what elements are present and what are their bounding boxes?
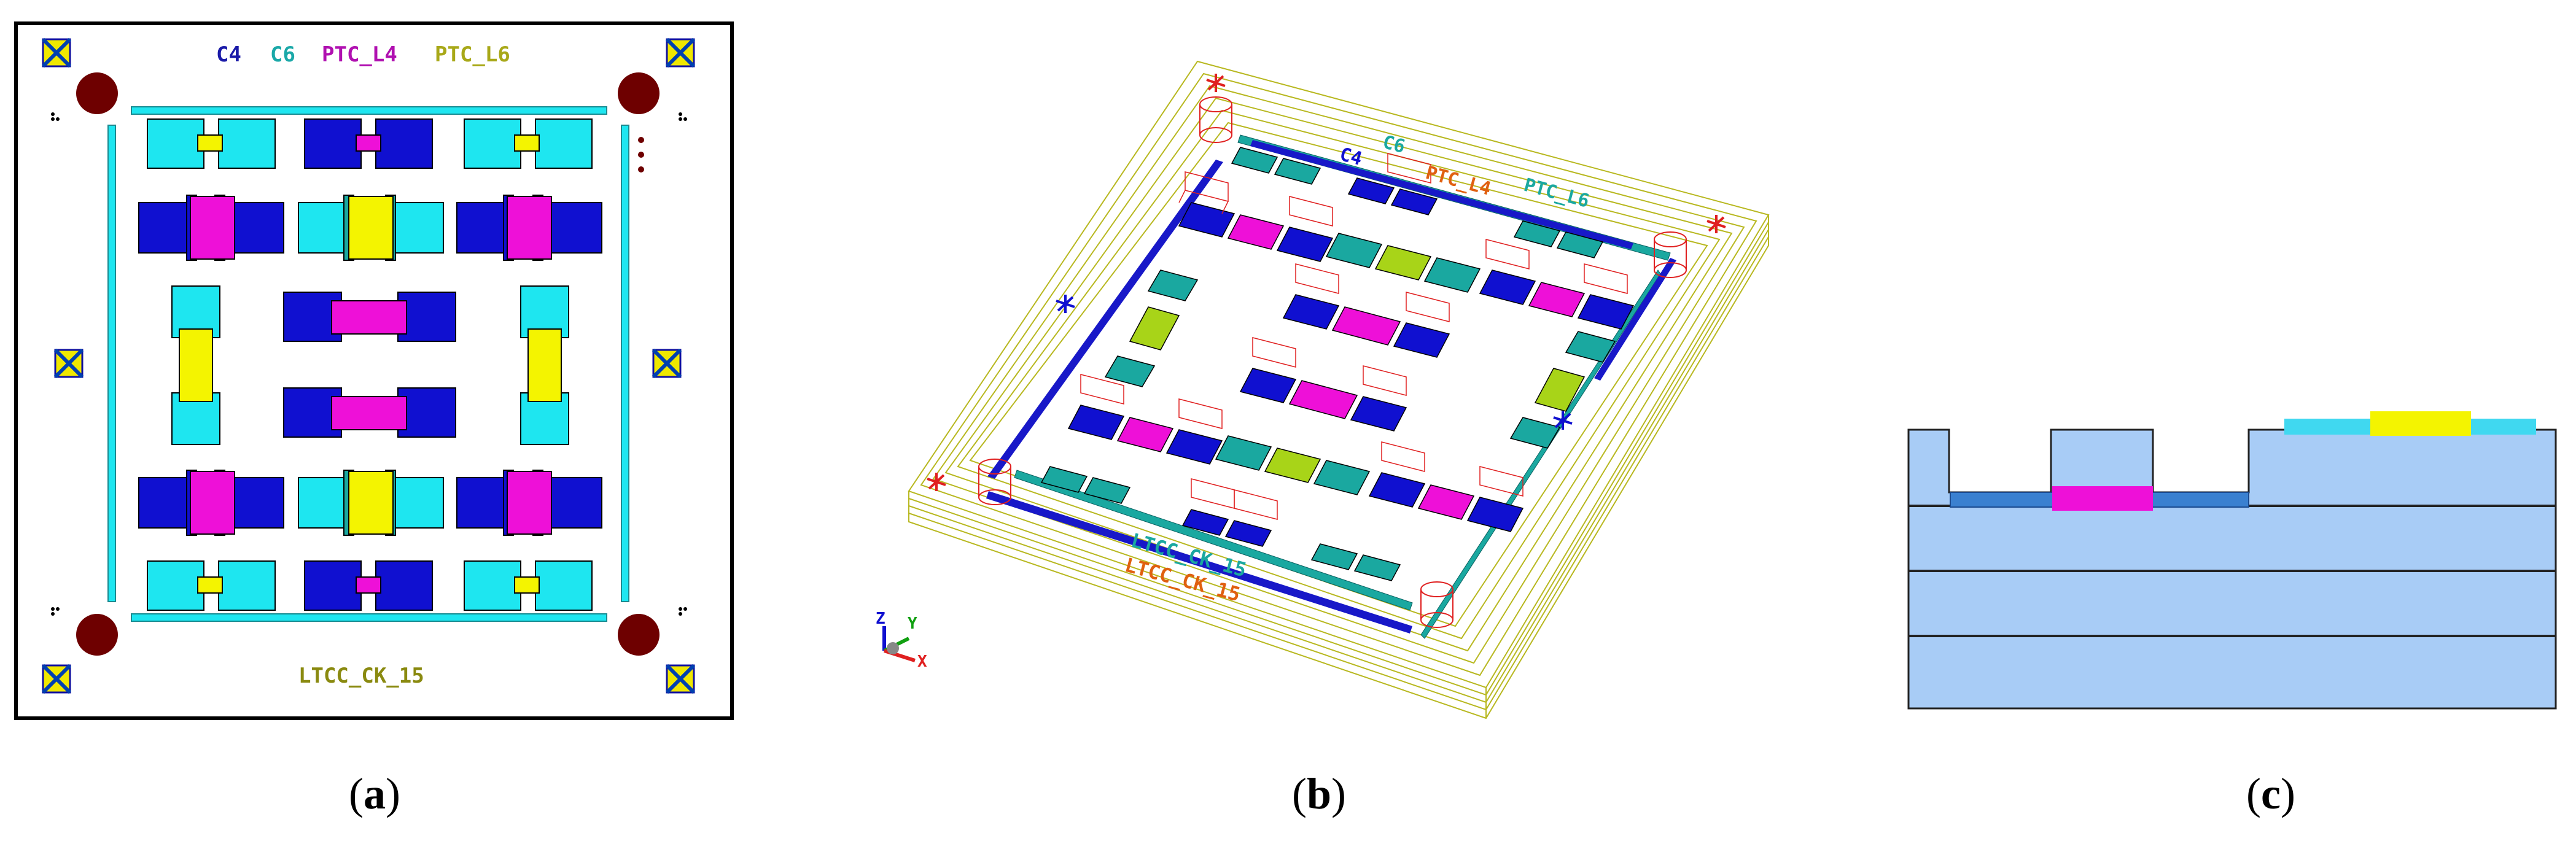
- axis-triad: Z Y X: [876, 610, 927, 671]
- legend-c6: C6: [270, 42, 295, 67]
- alignment-mark-icon: [41, 37, 72, 68]
- corner-via: [76, 614, 118, 656]
- buried-resistor: [2052, 486, 2153, 511]
- alignment-mark-icon: [41, 664, 72, 694]
- alignment-mark-icon: [665, 664, 696, 694]
- caption-a-letter: a: [364, 769, 386, 818]
- legend-ptc-l4: PTC_L4: [322, 42, 397, 67]
- panel-a-layout: C4 C6 PTC_L4 PTC_L6: [14, 21, 734, 720]
- label-b-c6: C6: [1380, 131, 1407, 158]
- alignment-mark-icon: [927, 74, 1726, 491]
- alignment-mark-icon: [53, 348, 84, 379]
- axis-x-label: X: [917, 653, 927, 671]
- corner-via: [618, 72, 660, 114]
- caption-b: (b): [1291, 769, 1346, 818]
- alignment-mark-icon: [665, 37, 696, 68]
- legend-ptc-l6: PTC_L6: [435, 42, 510, 67]
- caption-a: (a): [349, 769, 400, 818]
- axis-y-label: Y: [908, 614, 917, 633]
- legend-c4: C4: [216, 42, 241, 67]
- caption-b-letter: b: [1306, 769, 1332, 818]
- corner-via: [76, 72, 118, 114]
- alignment-mark-icon: [652, 348, 682, 379]
- substrate-stack: [1907, 428, 2557, 710]
- corner-via: [618, 614, 660, 656]
- panel-b-3d-view: C6 C4 PTC_L4 PTC_L6 LTCC_CK_15 LTCC_CK_1…: [876, 60, 1770, 719]
- caption-c: (c): [2246, 769, 2295, 818]
- surface-resistor: [2370, 411, 2471, 436]
- axis-z-label: Z: [876, 610, 885, 628]
- panel-c-cross-section: [1907, 411, 2557, 710]
- caption-c-letter: c: [2261, 769, 2281, 818]
- bottom-label-ltcc: LTCC_CK_15: [298, 664, 424, 688]
